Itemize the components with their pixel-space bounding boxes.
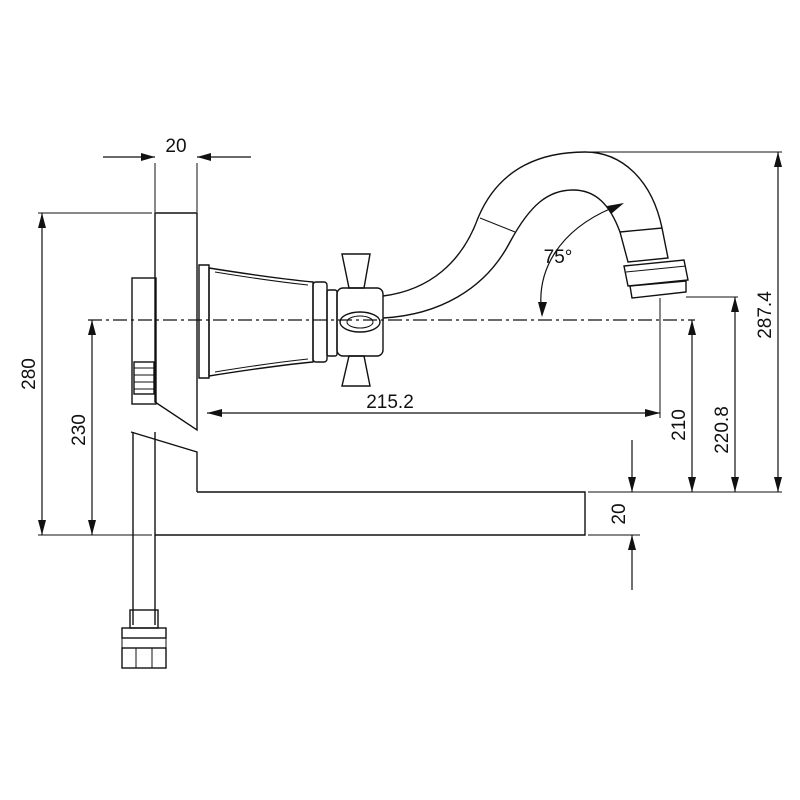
dim-label-wall-thickness: 20 xyxy=(165,136,186,157)
dimension-287-4 xyxy=(586,151,782,492)
supply-hose xyxy=(121,432,167,669)
valve-body xyxy=(198,264,338,379)
cross-handle xyxy=(336,253,384,387)
dimension-projection xyxy=(207,298,661,418)
dimension-220-8 xyxy=(686,296,739,492)
dimension-wall-thickness xyxy=(103,153,251,212)
dimension-bottom-plate xyxy=(588,440,782,590)
dim-label-axis-height: 230 xyxy=(69,414,90,446)
dim-label-total-height: 280 xyxy=(19,358,40,390)
dim-label-220-8: 220.8 xyxy=(712,406,733,454)
dimension-spout-angle xyxy=(538,203,624,317)
dim-label-210: 210 xyxy=(669,409,690,441)
dim-label-287-4: 287.4 xyxy=(755,291,776,339)
dimension-total-height xyxy=(38,212,152,536)
aerator xyxy=(619,227,689,299)
dimension-210 xyxy=(688,320,696,492)
dim-label-projection: 215.2 xyxy=(366,392,414,413)
dimension-axis-height xyxy=(88,320,96,535)
dim-label-bottom-plate: 20 xyxy=(609,503,630,524)
base-plate xyxy=(155,491,586,536)
spout xyxy=(382,151,663,319)
rear-flange xyxy=(131,277,157,405)
dim-label-spout-angle: 75° xyxy=(544,247,573,268)
wall-plate xyxy=(130,212,198,535)
